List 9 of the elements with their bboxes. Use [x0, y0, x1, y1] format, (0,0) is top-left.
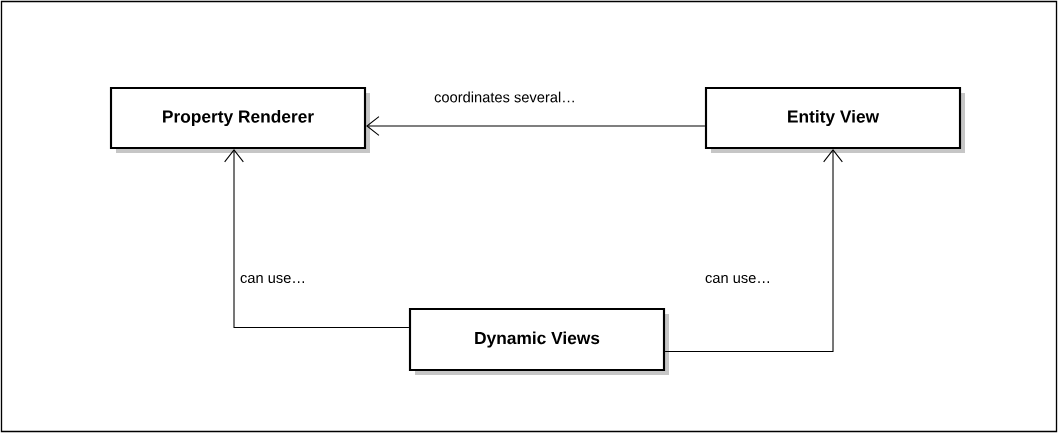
arrow — [664, 149, 843, 353]
class-box: Entity View — [704, 86, 965, 153]
class-box: Dynamic Views — [408, 307, 669, 375]
edge-label: coordinates several… — [432, 90, 578, 104]
class-box: Property Renderer — [109, 86, 370, 153]
edge-label: can use… — [703, 273, 773, 285]
edge-label: can use… — [238, 273, 308, 285]
arrow — [366, 116, 706, 136]
arrow — [224, 149, 410, 329]
